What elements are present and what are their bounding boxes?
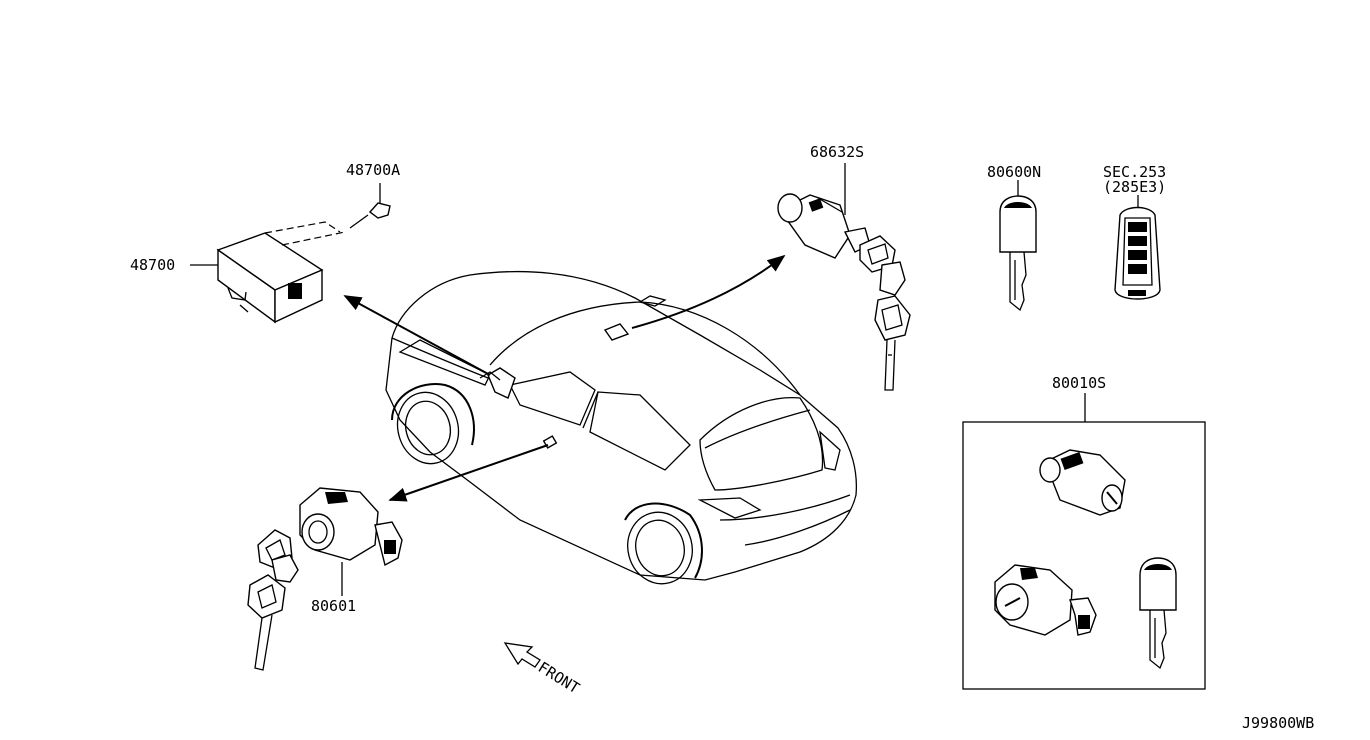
- key-blank-icon: [999, 180, 1037, 312]
- set-cylinder-icon: [1039, 449, 1126, 516]
- set-key-icon: [1139, 557, 1177, 670]
- callout-80010s: 80010S: [1052, 374, 1106, 392]
- callout-68632s: 68632S: [810, 143, 864, 161]
- callout-48700a: 48700A: [346, 161, 400, 179]
- callout-sec253: SEC.253: [1103, 163, 1166, 181]
- callout-80600n: 80600N: [987, 163, 1041, 181]
- arrow-to-door-cylinder: [388, 444, 549, 502]
- callout-80601: 80601: [311, 597, 356, 615]
- set-door-cylinder-icon: [994, 564, 1097, 636]
- callout-285e3: (285E3): [1103, 178, 1166, 196]
- remote-fob-icon: [1114, 195, 1161, 300]
- wheel-front-icon: [391, 383, 475, 465]
- arrow-to-bcm: [343, 295, 491, 376]
- vehicle-illustration: [385, 270, 858, 585]
- wheel-rear-icon: [624, 502, 703, 585]
- callout-48700: 48700: [130, 256, 175, 274]
- front-label: FRONT: [535, 658, 583, 697]
- lock-set-frame: [962, 421, 1206, 690]
- bcm-unit-icon: [216, 221, 346, 324]
- door-lock-cylinder-icon: [247, 487, 403, 671]
- arrow-to-rear-cylinder: [631, 254, 786, 329]
- rear-lock-cylinder-icon: [777, 163, 911, 391]
- drawing-number: J99800WB: [1242, 714, 1314, 732]
- front-direction-arrow-icon: [503, 642, 541, 668]
- bolt-icon: [349, 183, 391, 229]
